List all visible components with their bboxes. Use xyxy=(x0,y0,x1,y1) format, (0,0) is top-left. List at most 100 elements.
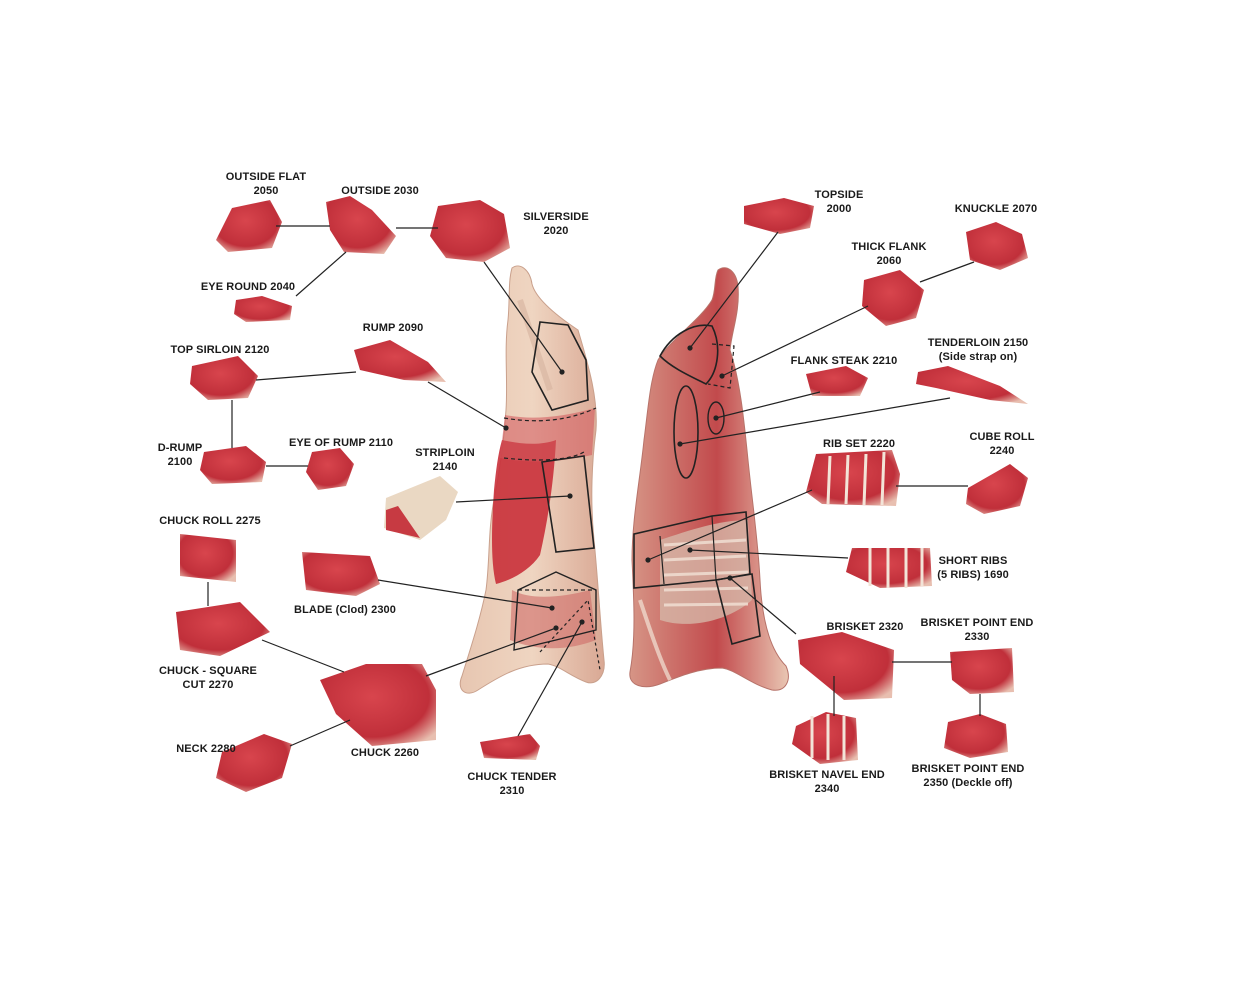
label-outside: OUTSIDE 2030 xyxy=(334,184,426,198)
cut-name: CHUCK 2260 xyxy=(350,747,420,759)
cut-name: CUBE ROLL xyxy=(969,431,1035,443)
cut-knuckle-shape xyxy=(966,222,1028,270)
cut-code: 2310 xyxy=(499,785,525,797)
cut-code: CUT 2270 xyxy=(182,679,234,691)
cut-chuck-tender-shape xyxy=(480,734,540,760)
cut-code: 2100 xyxy=(167,456,193,468)
cut-name: RUMP 2090 xyxy=(362,322,424,334)
cut-name: CHUCK ROLL 2275 xyxy=(159,515,261,527)
label-thick-flank: THICK FLANK 2060 xyxy=(844,240,934,268)
label-brisket-point-end: BRISKET POINT END 2330 xyxy=(916,616,1038,644)
cut-tenderloin-shape xyxy=(916,366,1028,404)
cut-name: BRISKET 2320 xyxy=(826,621,904,633)
cut-top-sirloin-shape xyxy=(190,356,258,400)
cut-code: 2340 xyxy=(814,783,840,795)
cut-brisket-deckle-off-shape xyxy=(944,714,1008,758)
cut-name: NECK 2280 xyxy=(176,743,236,755)
cut-name: SILVERSIDE xyxy=(523,211,589,223)
cut-name: EYE ROUND 2040 xyxy=(200,281,296,293)
label-neck: NECK 2280 xyxy=(168,742,244,756)
label-brisket-point-end-deckle-off: BRISKET POINT END 2350 (Deckle off) xyxy=(906,762,1030,790)
cut-name: RIB SET 2220 xyxy=(822,438,896,450)
label-striploin: STRIPLOIN 2140 xyxy=(406,446,484,474)
cut-shapes xyxy=(176,196,1028,792)
cut-chuck-roll-shape xyxy=(180,534,236,582)
cut-d-rump-shape xyxy=(200,446,266,484)
cut-code: 2240 xyxy=(989,445,1015,457)
cut-code: 2140 xyxy=(432,461,458,473)
cut-name: BRISKET POINT END xyxy=(920,617,1034,629)
label-flank-steak: FLANK STEAK 2210 xyxy=(784,354,904,368)
cut-name: TOPSIDE xyxy=(814,189,864,201)
cut-brisket-shape xyxy=(798,632,894,700)
cut-code: 2350 (Deckle off) xyxy=(923,777,1013,789)
cut-rib-set-shape xyxy=(806,450,900,506)
label-d-rump: D-RUMP 2100 xyxy=(150,441,210,469)
cut-name: KNUCKLE 2070 xyxy=(954,203,1038,215)
cut-flank-steak-shape xyxy=(806,366,868,396)
label-eye-round: EYE ROUND 2040 xyxy=(198,280,298,294)
cut-outside-shape xyxy=(326,196,396,254)
cut-name: BLADE (Clod) 2300 xyxy=(294,604,396,616)
cut-striploin-face xyxy=(386,506,420,538)
carcass-outer-side xyxy=(459,265,605,694)
label-eye-of-rump: EYE OF RUMP 2110 xyxy=(282,436,400,450)
cut-outside-flat-shape xyxy=(216,200,282,252)
cut-name: TENDERLOIN 2150 xyxy=(927,337,1029,349)
label-silverside: SILVERSIDE 2020 xyxy=(514,210,598,238)
label-outside-flat: OUTSIDE FLAT 2050 xyxy=(218,170,314,198)
cut-chuck-shape xyxy=(320,664,436,746)
cut-name: TOP SIRLOIN 2120 xyxy=(170,344,270,356)
cut-neck-shape xyxy=(216,734,292,792)
cut-name: CHUCK - SQUARE xyxy=(159,665,257,677)
cut-eye-of-rump-shape xyxy=(306,448,354,490)
label-chuck-square: CHUCK - SQUARE CUT 2270 xyxy=(154,664,262,692)
label-rib-set: RIB SET 2220 xyxy=(814,437,904,451)
marker-dots xyxy=(503,345,733,631)
cut-topside-shape xyxy=(744,198,814,234)
label-brisket-navel-end: BRISKET NAVEL END 2340 xyxy=(766,768,888,796)
cut-name: EYE OF RUMP 2110 xyxy=(288,437,394,449)
cut-short-ribs-bones xyxy=(868,548,924,588)
label-topside: TOPSIDE 2000 xyxy=(804,188,874,216)
label-top-sirloin: TOP SIRLOIN 2120 xyxy=(166,343,274,357)
cut-name: SHORT RIBS xyxy=(938,555,1008,567)
cut-rump-shape xyxy=(354,340,446,382)
cut-name: THICK FLANK xyxy=(851,241,927,253)
label-chuck-tender: CHUCK TENDER 2310 xyxy=(462,770,562,798)
cut-code: 2330 xyxy=(964,631,990,643)
cut-chuck-square-shape xyxy=(176,602,270,656)
carcass-inner-side xyxy=(629,267,789,691)
cut-name: CHUCK TENDER xyxy=(467,771,557,783)
label-chuck-roll: CHUCK ROLL 2275 xyxy=(154,514,266,528)
cut-name: D-RUMP xyxy=(157,442,203,454)
cut-brisket-point-end-shape xyxy=(950,648,1014,694)
label-rump: RUMP 2090 xyxy=(352,321,434,335)
label-brisket: BRISKET 2320 xyxy=(818,620,912,634)
cut-rib-set-bones xyxy=(826,451,886,506)
cut-note: (Side strap on) xyxy=(938,351,1018,363)
cut-code: 2050 xyxy=(253,185,279,197)
cut-name: FLANK STEAK 2210 xyxy=(790,355,898,367)
cut-eye-round-shape xyxy=(234,296,292,322)
cut-code: (5 RIBS) 1690 xyxy=(937,569,1009,581)
label-chuck: CHUCK 2260 xyxy=(344,746,426,760)
cut-code: 2020 xyxy=(543,225,569,237)
label-tenderloin: TENDERLOIN 2150 (Side strap on) xyxy=(922,336,1034,364)
label-short-ribs: SHORT RIBS (5 RIBS) 1690 xyxy=(928,554,1018,582)
cut-brisket-navel-end-shape xyxy=(792,712,858,764)
cut-name: OUTSIDE FLAT xyxy=(225,171,307,183)
cut-code: 2000 xyxy=(826,203,852,215)
cut-name: BRISKET POINT END xyxy=(911,763,1025,775)
cut-name: BRISKET NAVEL END xyxy=(769,769,885,781)
label-cube-roll: CUBE ROLL 2240 xyxy=(962,430,1042,458)
cut-silverside-shape xyxy=(430,200,510,262)
label-knuckle: KNUCKLE 2070 xyxy=(948,202,1044,216)
cut-thick-flank-shape xyxy=(862,270,924,326)
cut-cube-roll-shape xyxy=(966,464,1028,514)
connector-lines xyxy=(207,225,981,747)
cut-brisket-navel-end-bones xyxy=(810,714,846,760)
cut-name: STRIPLOIN xyxy=(415,447,475,459)
